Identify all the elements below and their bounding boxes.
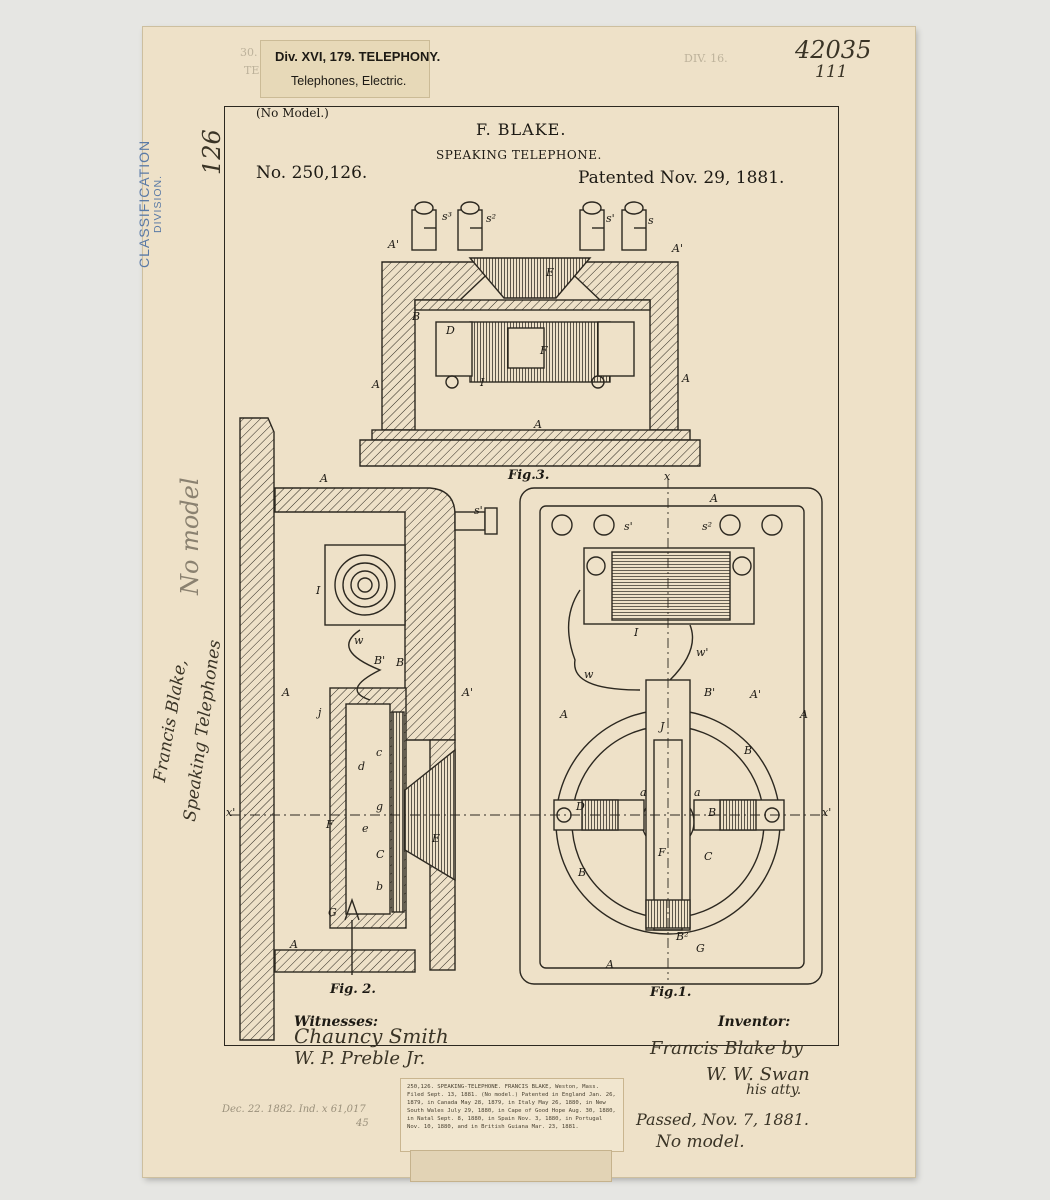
faint-left-mark-2: TE (244, 64, 260, 77)
letter-d-small: d (358, 760, 366, 773)
letter-f-fig3: F (540, 344, 548, 357)
letter-a-fig2-top: A (320, 472, 328, 485)
faint-left-mark: 30. (240, 46, 258, 59)
letter-e-fig3: E (546, 266, 555, 279)
letter-b-fig1-top: B (744, 744, 753, 757)
witness-signature-1: Chauncy Smith (294, 1024, 449, 1048)
bottom-left-sub: 45 (356, 1118, 369, 1129)
letter-s2: s² (486, 212, 497, 225)
patent-title: SPEAKING TELEPHONE. (436, 148, 602, 162)
section-lines (230, 478, 828, 980)
letter-b-small: b (376, 880, 384, 893)
handwritten-sub: 111 (815, 62, 848, 82)
no-model-note: No model. (656, 1132, 745, 1152)
letter-a1-fig3-right: A' (672, 242, 683, 255)
no-model-label: (No Model.) (256, 106, 329, 120)
inventor-name: F. BLAKE. (476, 120, 567, 139)
gazette-text: 250,126. SPEAKING-TELEPHONE. FRANCIS BLA… (407, 1084, 616, 1130)
gazette-clipping-image (410, 1150, 612, 1182)
label-line-1: Div. XVI, 179. TELEPHONY. (275, 49, 441, 64)
inventor-label: Inventor: (718, 1014, 791, 1030)
patent-date: Patented Nov. 29, 1881. (578, 168, 785, 188)
letter-i-fig3: I (480, 376, 485, 389)
letter-g-fig1: G (696, 942, 705, 955)
letter-s1-fig2: s' (474, 504, 483, 517)
letter-a-fig1-bottom: A (606, 958, 614, 971)
letter-w-fig2: w (354, 634, 364, 647)
letter-x1-left: x' (226, 806, 236, 819)
letter-a1-fig3-left: A' (388, 238, 399, 251)
drawing-border (224, 106, 839, 1046)
letter-a-small-left: a (640, 786, 647, 799)
label-line-2: Telephones, Electric. (291, 74, 407, 88)
letter-x-top: x (664, 470, 671, 483)
letter-x1-right: x' (822, 806, 832, 819)
bottom-left-note: Dec. 22. 1882. Ind. x 61,017 (222, 1104, 366, 1115)
patent-number: No. 250,126. (256, 163, 368, 183)
attorney-signature: W. W. Swan (706, 1064, 810, 1085)
fig-3-label: Fig.3. (508, 468, 550, 483)
letter-b-fig1-mid: B (708, 806, 717, 819)
letter-i-fig1: I (634, 626, 639, 639)
letter-s: s (648, 214, 654, 227)
letter-b1-fig2: B' (374, 654, 386, 667)
handwritten-number: 42035 (795, 36, 872, 64)
letter-d-fig1: D (576, 800, 585, 813)
letter-s3: s³ (442, 210, 453, 223)
fig-2-drawing (239, 417, 498, 1041)
fig-3-drawing (359, 201, 701, 467)
letter-f-fig1: F (658, 846, 666, 859)
letter-c-fig1: C (704, 850, 713, 863)
letter-s2-fig1: s² (702, 520, 713, 533)
letter-a-fig1-right: A (800, 708, 808, 721)
letter-w-fig1: w (584, 668, 594, 681)
letter-a-fig2-left: A (282, 686, 290, 699)
letter-a-fig3-right: A (682, 372, 690, 385)
letter-a-fig1-left: A (560, 708, 568, 721)
letter-c-fig2: C (376, 848, 385, 861)
classification-label: Div. XVI, 179. TELEPHONY. Telephones, El… (260, 40, 440, 98)
fig-1-drawing (519, 487, 823, 985)
inventor-signature: Francis Blake by (650, 1038, 803, 1059)
letter-e-small: e (362, 822, 369, 835)
gazette-clipping: 250,126. SPEAKING-TELEPHONE. FRANCIS BLA… (400, 1078, 624, 1152)
letter-s1-fig1: s' (624, 520, 633, 533)
passed-note: Passed, Nov. 7, 1881. (636, 1110, 809, 1129)
letter-a-fig1-top: A (710, 492, 718, 505)
letter-b2-fig1: B² (676, 930, 689, 943)
letter-c-small: c (376, 746, 383, 759)
letter-j-fig1: J (660, 720, 665, 733)
letter-e-fig2: E (432, 832, 441, 845)
letter-b-fig1-low: B (578, 866, 587, 879)
letter-w1-fig1: w' (696, 646, 709, 659)
letter-g-fig2: G (328, 906, 337, 919)
witness-signature-2: W. P. Preble Jr. (294, 1048, 426, 1069)
faint-right-mark: DIV. 16. (684, 52, 728, 65)
letter-d-fig3: D (446, 324, 455, 337)
letter-a1-fig1: A' (750, 688, 761, 701)
letter-g-small: g (376, 800, 384, 813)
letter-f-fig2: F (326, 818, 334, 831)
letter-b1-fig1: B' (704, 686, 716, 699)
fig-1-label: Fig.1. (650, 985, 692, 1000)
letter-a-fig3-base: A (534, 418, 542, 431)
witnesses-label: Witnesses: (294, 1014, 379, 1030)
letter-a-fig2-bottom: A (290, 938, 298, 951)
letter-b-fig2: B (396, 656, 405, 669)
letter-j-fig2: j (318, 706, 322, 719)
letter-a-fig3-left: A (372, 378, 380, 391)
letter-b-fig3: B (412, 310, 421, 323)
letter-a1-fig2: A' (462, 686, 473, 699)
letter-i-fig2: I (316, 584, 321, 597)
attorney-sub: his atty. (746, 1082, 802, 1098)
fig-2-label: Fig. 2. (330, 982, 376, 997)
letter-s1: s' (606, 212, 615, 225)
letter-a-small-right: a (694, 786, 701, 799)
